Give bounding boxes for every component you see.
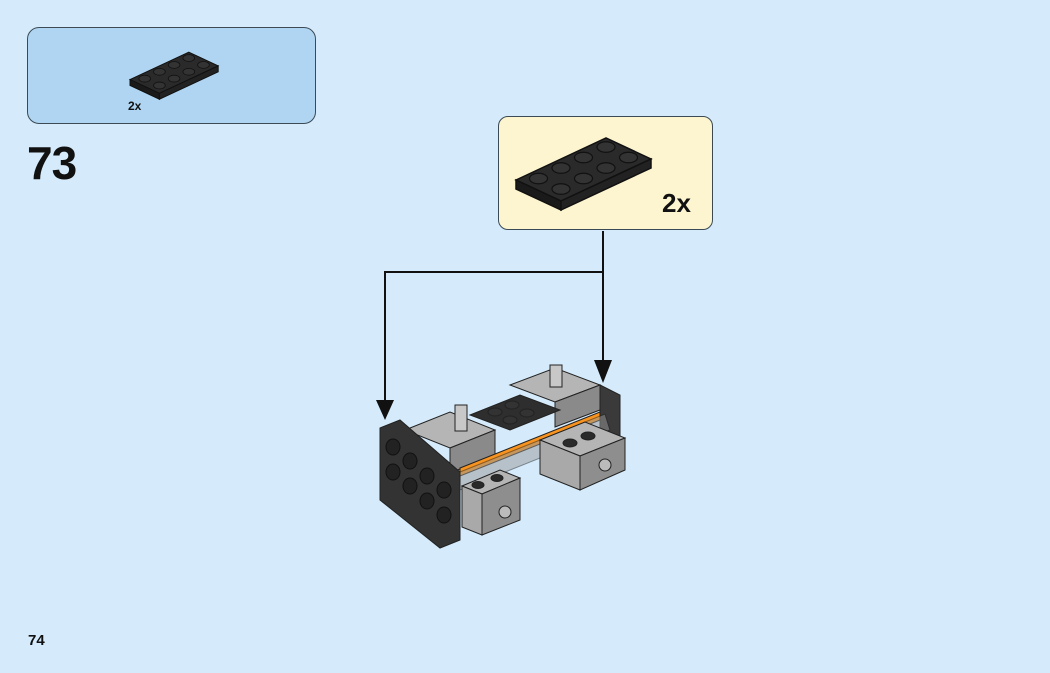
page-number: 74: [28, 632, 45, 649]
step-number: 73: [27, 137, 77, 189]
callout-plate-icon: [515, 137, 652, 211]
arrow-left-icon: [376, 400, 394, 420]
parts-list-plate-icon: [129, 51, 219, 100]
callout-quantity: 2x: [662, 188, 691, 218]
arrow-right-icon: [594, 360, 612, 383]
parts-list-quantity: 2x: [128, 99, 142, 113]
model-assembly: [379, 364, 627, 549]
placement-arrows: [384, 231, 604, 402]
